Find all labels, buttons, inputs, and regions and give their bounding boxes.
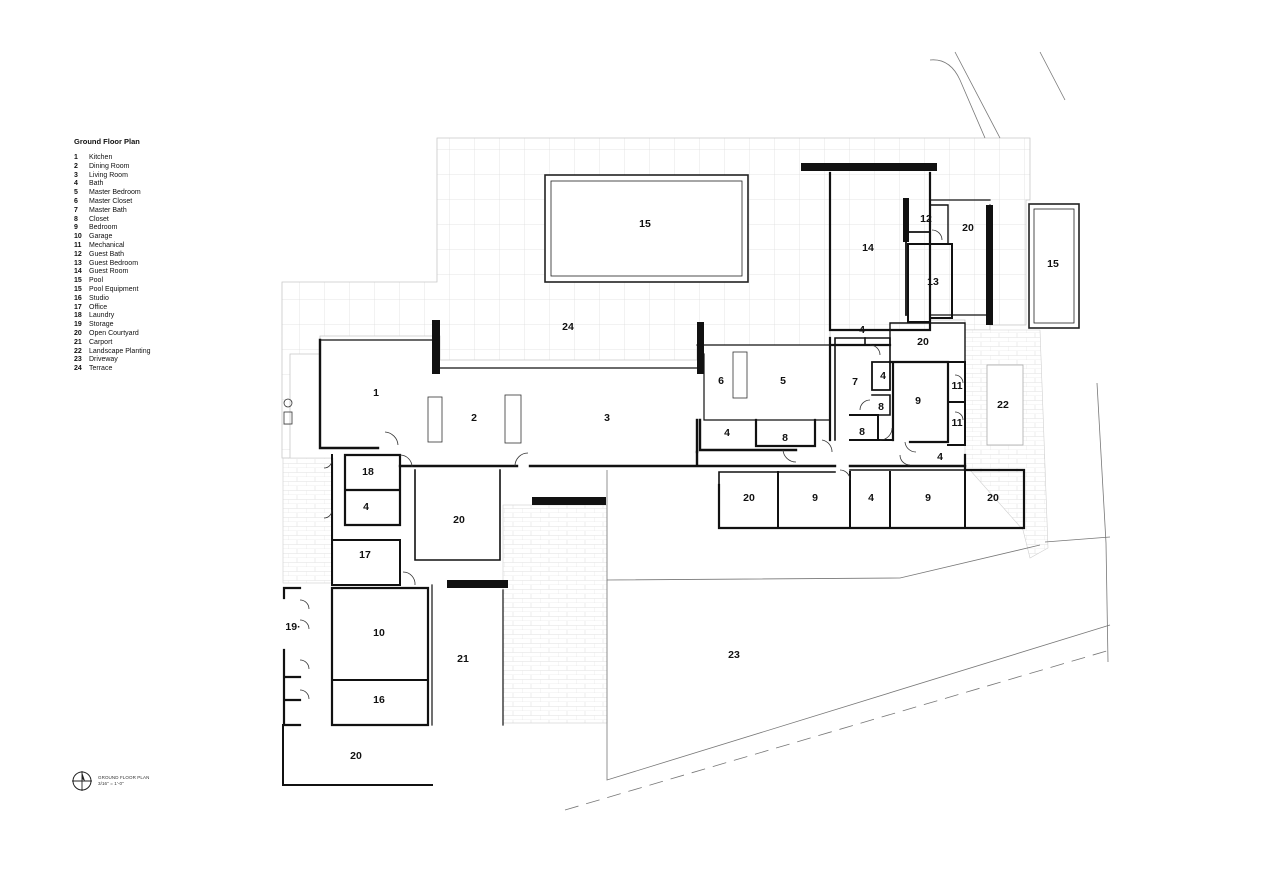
room-label-bedroom: 9 bbox=[925, 492, 931, 504]
room-label-guest-bath: 12 bbox=[920, 213, 932, 225]
room-label-master-closet: 6 bbox=[718, 375, 724, 387]
fixtures bbox=[283, 229, 964, 700]
room-label-carport: 21 bbox=[457, 653, 469, 665]
room-label-pool-equipment: 15 bbox=[1047, 258, 1059, 270]
room-label-landscape-planting: 22 bbox=[997, 399, 1009, 411]
room-label-master-bedroom: 5 bbox=[780, 375, 786, 387]
room-label-terrace: 24 bbox=[562, 321, 574, 333]
pools bbox=[544, 174, 1080, 329]
room-label-laundry: 18 bbox=[362, 466, 374, 478]
room-label-garage: 10 bbox=[373, 627, 385, 639]
feature-walls bbox=[432, 163, 993, 588]
planting-bed bbox=[986, 364, 1024, 446]
room-label-courtyard: 20 bbox=[987, 492, 999, 504]
scale-title: GROUND FLOOR PLAN bbox=[98, 775, 150, 780]
room-label-bath: 4 bbox=[859, 324, 865, 336]
room-label-bedroom: 9 bbox=[915, 395, 921, 407]
room-label-bedroom: 9 bbox=[812, 492, 818, 504]
room-label-bath: 4 bbox=[937, 451, 943, 463]
room-label-closet: 8 bbox=[878, 401, 884, 413]
building-walls bbox=[282, 171, 1026, 786]
room-label-mechanical: 11 bbox=[951, 380, 962, 392]
room-label-office: 17 bbox=[359, 549, 371, 561]
room-label-mechanical: 11 bbox=[951, 417, 962, 429]
room-label-guest-room: 14 bbox=[862, 242, 874, 254]
room-label-courtyard: 20 bbox=[962, 222, 974, 234]
room-label-master-bath: 7 bbox=[852, 376, 858, 388]
room-label-dining: 2 bbox=[471, 412, 477, 424]
room-label-courtyard: 20 bbox=[453, 514, 465, 526]
room-label-bath: 4 bbox=[880, 370, 886, 382]
room-label-driveway: 23 bbox=[728, 649, 740, 661]
room-label-living: 3 bbox=[604, 412, 610, 424]
room-label-kitchen: 1 bbox=[373, 387, 379, 399]
north-arrow-icon bbox=[72, 771, 92, 791]
room-label-courtyard: 20 bbox=[350, 750, 362, 762]
room-label-studio: 16 bbox=[373, 694, 385, 706]
brick-paving bbox=[282, 329, 1049, 724]
room-label-courtyard: 20 bbox=[917, 336, 929, 348]
room-label-courtyard: 20 bbox=[743, 492, 755, 504]
room-label-bath: 4 bbox=[363, 501, 369, 513]
room-label-closet: 8 bbox=[859, 426, 865, 438]
scale-ratio: 3/16" = 1'-0" bbox=[98, 780, 124, 786]
room-labels: 15 15 24 1 2 3 14 12 13 20 4 20 6 5 7 4 … bbox=[285, 213, 1059, 762]
scale-caption: GROUND FLOOR PLAN 3/16" = 1'-0" bbox=[98, 775, 149, 786]
room-label-pool: 15 bbox=[639, 218, 651, 230]
room-label-bath: 4 bbox=[724, 427, 730, 439]
legend-title: Ground Floor Plan bbox=[74, 137, 140, 146]
room-label-guest-bedroom: 13 bbox=[927, 276, 939, 288]
room-label-closet: 8 bbox=[782, 432, 788, 444]
room-label-storage: 19· bbox=[285, 621, 300, 633]
room-label-bath: 4 bbox=[868, 492, 874, 504]
site-lines bbox=[564, 51, 1111, 811]
